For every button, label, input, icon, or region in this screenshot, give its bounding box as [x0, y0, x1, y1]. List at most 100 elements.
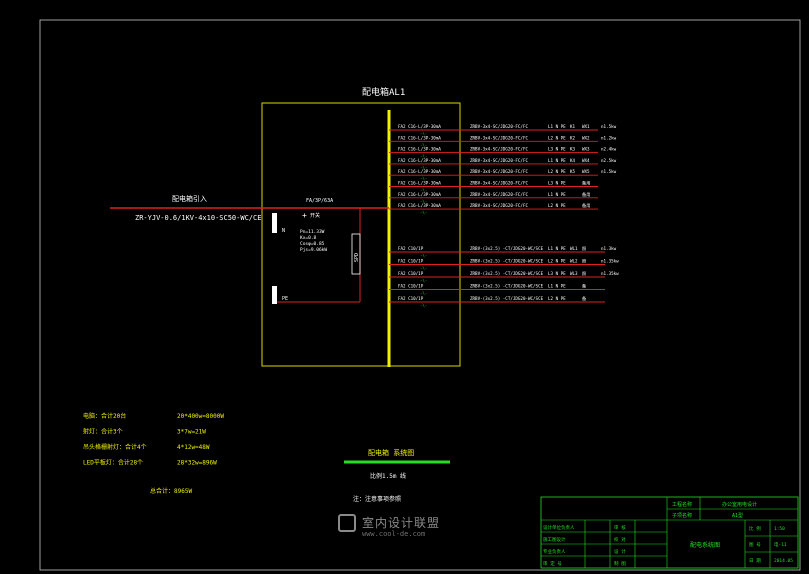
branch-id: 照	[582, 246, 586, 252]
main-breaker-symbol: +	[302, 211, 307, 220]
branch-id: 照	[582, 271, 586, 277]
branch-code: WL3	[570, 271, 578, 276]
load-calc: 3*7w=21W	[177, 429, 206, 436]
branch-phase: L3 N PE	[548, 181, 566, 186]
watermark-url: www.cool-de.com	[362, 530, 426, 538]
tb-date-label: 日 期	[749, 558, 761, 564]
tb-sheet-label: 图 号	[749, 542, 761, 548]
branch-load: n2.4kw	[601, 147, 617, 152]
spd-symbol	[351, 233, 361, 275]
param-pjs: Pjs=9.06kW	[300, 247, 327, 253]
branch-breaker: FA2 C16-L/3P-30mA	[398, 124, 441, 129]
earth-label: PE	[282, 296, 288, 302]
branch-id: WX4	[582, 158, 590, 163]
branch-cable: ZRBV-3x4-SC/JDG20-FC/FC	[470, 181, 528, 186]
branch-breaker: FA2 C10/1P	[398, 259, 424, 264]
breaker-symbol: -\-	[420, 154, 427, 159]
spd-label: SPD	[354, 253, 360, 262]
branch-phase: L1 N PE	[548, 124, 566, 129]
load-name: 射灯：合计3个	[83, 428, 123, 436]
branch-breaker: FA2 C16-L/3P-30mA	[398, 181, 441, 186]
branch-cable: ZRBV-(3x2.5) -CT/JDG20-WC/SCE	[470, 246, 544, 251]
branch-phase: L2 N PE	[548, 169, 566, 174]
breaker-symbol: -\-	[420, 278, 427, 283]
load-calc: 20*400w=8000W	[177, 413, 224, 420]
tb-drawing-value: A1型	[732, 512, 743, 519]
tb-date-value: 2014.05	[774, 558, 793, 564]
branch-breaker: FA2 C16-L/3P-30mA	[398, 135, 441, 140]
branch-breaker: FA2 C16-L/3P-30mA	[398, 203, 441, 208]
tb-project-value: 办公室用电设计	[722, 501, 757, 508]
branch-load: n1.35kw	[601, 259, 619, 264]
breaker-symbol: -\-	[420, 131, 427, 136]
branch-id: WX1	[582, 124, 590, 129]
branch-load: n1.3kw	[601, 246, 617, 251]
branch-phase: L2 N PE	[548, 259, 566, 264]
branch-phase: L2 N PE	[548, 296, 566, 301]
watermark: 室内设计联盟 www.cool-de.com	[338, 494, 468, 540]
branch-breaker: FA2 C16-L/3P-30mA	[398, 147, 441, 152]
branch-code: WL2	[570, 259, 578, 264]
branch-phase: L2 N PE	[548, 203, 566, 208]
branch-cable: ZRBV-(3x2.5) -CT/JDG20-WC/SCE	[470, 296, 544, 301]
breaker-symbol: -\-	[420, 165, 427, 170]
panel-enclosure	[261, 102, 461, 367]
breaker-symbol: -\-	[420, 291, 427, 296]
breaker-symbol: -\-	[420, 210, 427, 215]
branch-phase: L1 N PE	[548, 246, 566, 251]
watermark-brand: 室内设计联盟	[362, 516, 441, 530]
total-load: 总合计：8965W	[150, 487, 192, 495]
legend-note: 注：注意事项参照	[353, 495, 401, 503]
tb-row-sub: 设 计	[614, 548, 626, 555]
breaker-symbol: -\-	[420, 188, 427, 193]
branch-cable: ZRBV-3x4-SC/JDG20-FC/FC	[470, 203, 528, 208]
load-name: LED平板灯：合计28个	[83, 459, 143, 467]
incoming-cable-spec: ZR-YJV-0.6/1KV-4x10-SC50-WC/CE	[135, 214, 261, 222]
breaker-symbol: -\-	[420, 303, 427, 308]
branch-circuits: FA2 C16-L/3P-30mA ZRBV-3x4-SC/JDG20-FC/FC…	[389, 124, 619, 308]
tb-row-sub: 审 核	[614, 524, 626, 531]
incoming-label: 配电箱引入	[172, 194, 207, 203]
branch-cable: ZRBV-(3x2.5) -CT/JDG20-WC/SCE	[470, 284, 544, 289]
title-block-frame	[540, 496, 799, 569]
param-kx: Kx=0.8	[300, 235, 317, 241]
branch-id: 备用	[582, 202, 590, 209]
neutral-bar	[272, 213, 277, 233]
branch-breaker: FA2 C10/1P	[398, 246, 424, 251]
tb-row-sub: 制 图	[614, 560, 626, 567]
branch-phase: L3 N PE	[548, 147, 566, 152]
branch-cable: ZRBV-3x4-SC/JDG20-FC/FC	[470, 147, 528, 152]
param-pn: Pn=11.33W	[300, 229, 325, 235]
branch-id: 备	[582, 295, 587, 302]
branch-id: WX5	[582, 169, 590, 174]
branch-id: 备用	[582, 191, 590, 198]
branch-cable: ZRBV-3x4-SC/JDG20-FC/FC	[470, 135, 528, 140]
tb-scale-value: 1:50	[774, 526, 785, 532]
branch-load: n2.5kw	[601, 158, 617, 163]
branch-load: n1.35kw	[601, 271, 619, 276]
breaker-symbol: -\-	[420, 142, 427, 147]
branch-breaker: FA2 C10/1P	[398, 271, 424, 276]
load-name: 吊头格栅射灯：合计4个	[83, 443, 147, 451]
legend-title: 配电箱 系统图	[368, 448, 414, 457]
title-block: 工程名称 办公室用电设计 子项名称 A1型 设计单位负责人 施工图设计 专业负责…	[540, 496, 799, 569]
branch-code: K4	[570, 158, 576, 163]
tb-sheet-value: 电-11	[774, 541, 787, 548]
drawing-border	[39, 19, 801, 571]
branch-code: WL1	[570, 246, 578, 251]
param-cos: Cosφ=0.85	[300, 241, 325, 247]
main-breaker-spec: FA/3P/63A	[306, 198, 333, 204]
breaker-symbol: -\-	[420, 266, 427, 271]
branch-id: WX2	[582, 135, 590, 140]
branch-breaker: FA2 C16-L/3P-30mA	[398, 169, 441, 174]
earth-bar	[272, 286, 277, 304]
branch-phase: L3 N PE	[548, 271, 566, 276]
branch-cable: ZRBV-(3x2.5) -CT/JDG20-WC/SCE	[470, 259, 544, 264]
tb-row-sub: 校 对	[614, 536, 626, 543]
branch-cable: ZRBV-(3x2.5) -CT/JDG20-WC/SCE	[470, 271, 544, 276]
breaker-symbol: -\-	[420, 176, 427, 181]
branch-cable: ZRBV-3x4-SC/JDG20-FC/FC	[470, 169, 528, 174]
